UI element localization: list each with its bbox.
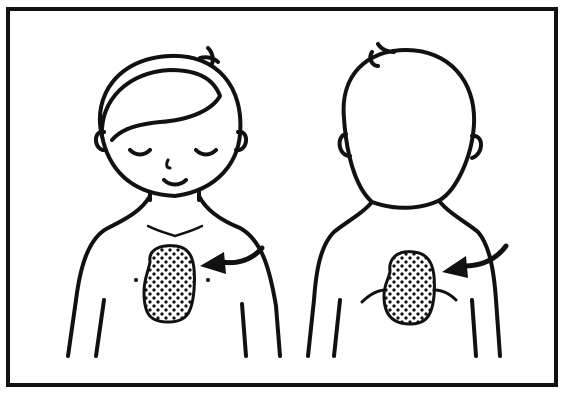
pad-icon — [384, 252, 434, 324]
back-head — [344, 50, 475, 208]
front-head — [100, 56, 241, 196]
